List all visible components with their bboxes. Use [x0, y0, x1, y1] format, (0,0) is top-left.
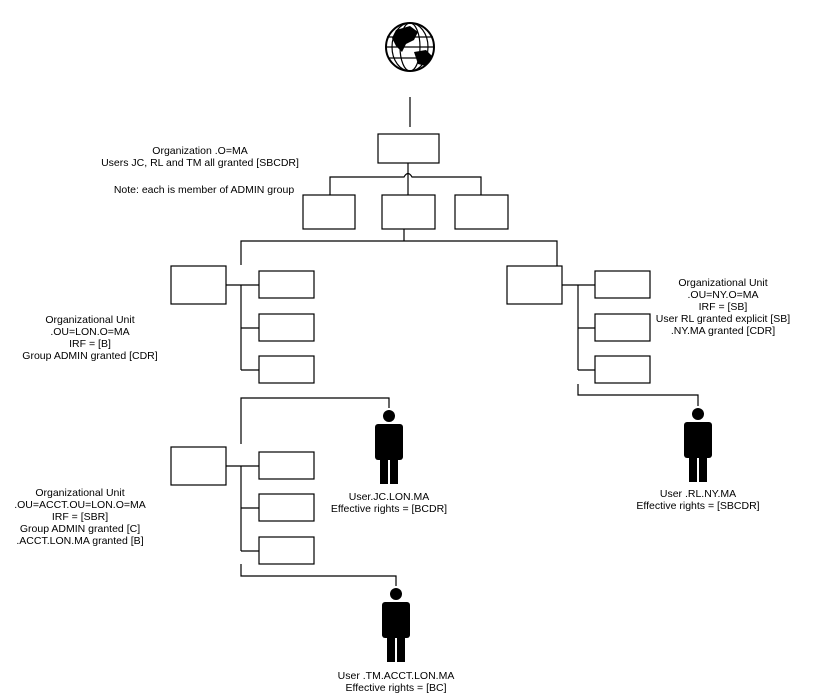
- user-jc-icon[interactable]: [375, 410, 403, 484]
- org-note: Note: each is member of ADMIN group: [113, 184, 295, 196]
- user-rl-name: User .RL.NY.MA: [659, 488, 737, 500]
- ou-ny-child-1[interactable]: [594, 270, 651, 299]
- ou-lon-box[interactable]: [170, 265, 227, 305]
- label-line: Organizational Unit: [678, 277, 768, 289]
- ou-ny-child-3[interactable]: [594, 355, 651, 384]
- connector: [329, 172, 482, 195]
- globe-icon: [385, 22, 435, 72]
- org-ma-box[interactable]: [377, 133, 440, 164]
- user-jc-label: User.JC.LON.MA Effective rights = [BCDR]: [319, 491, 459, 515]
- org-child-box-1[interactable]: [302, 194, 356, 230]
- ou-ny-child-2[interactable]: [594, 313, 651, 342]
- user-tm-icon[interactable]: [382, 588, 410, 662]
- label-line: Organizational Unit: [45, 314, 135, 326]
- org-title: Organization .O=MA: [152, 145, 248, 157]
- ou-lon-label: Organizational Unit .OU=LON.O=MA IRF = […: [20, 314, 160, 362]
- user-tm-rights: Effective rights = [BC]: [345, 682, 447, 694]
- label-line: Group ADMIN granted [C]: [19, 523, 141, 535]
- label-line: Organizational Unit: [35, 487, 125, 499]
- label-line: .NY.MA granted [CDR]: [670, 325, 776, 337]
- ou-acct-child-3[interactable]: [258, 536, 315, 565]
- ou-lon-child-3[interactable]: [258, 355, 315, 384]
- user-tm-label: User .TM.ACCT.LON.MA Effective rights = …: [316, 670, 476, 694]
- label-line: IRF = [SB]: [698, 301, 748, 313]
- user-rl-icon[interactable]: [684, 408, 712, 482]
- org-label: Organization .O=MA Users JC, RL and TM a…: [100, 145, 300, 169]
- label-line: Group ADMIN granted [CDR]: [22, 350, 158, 362]
- connector: [240, 240, 558, 266]
- user-jc-name: User.JC.LON.MA: [348, 491, 430, 503]
- ou-lon-child-2[interactable]: [258, 313, 315, 342]
- label-line: .OU=LON.O=MA: [50, 326, 130, 338]
- user-jc-rights: Effective rights = [BCDR]: [330, 503, 448, 515]
- org-child-box-3[interactable]: [454, 194, 509, 230]
- ou-ny-label: Organizational Unit .OU=NY.O=MA IRF = [S…: [648, 277, 798, 337]
- user-rl-rights: Effective rights = [SBCDR]: [636, 500, 760, 512]
- label-line: IRF = [SBR]: [51, 511, 109, 523]
- label-line: .ACCT.LON.MA granted [B]: [16, 535, 144, 547]
- label-line: User RL granted explicit [SB]: [655, 313, 791, 325]
- label-line: .OU=ACCT.OU=LON.O=MA: [14, 499, 146, 511]
- ou-ny-box[interactable]: [506, 265, 563, 305]
- ou-acct-box[interactable]: [170, 446, 227, 486]
- ou-acct-label: Organizational Unit .OU=ACCT.OU=LON.O=MA…: [5, 487, 155, 547]
- org-grant: Users JC, RL and TM all granted [SBCDR]: [101, 157, 299, 169]
- ou-lon-child-1[interactable]: [258, 270, 315, 299]
- label-line: .OU=NY.O=MA: [687, 289, 759, 301]
- ou-acct-child-1[interactable]: [258, 451, 315, 480]
- label-line: IRF = [B]: [69, 338, 111, 350]
- ou-acct-child-2[interactable]: [258, 493, 315, 522]
- user-tm-name: User .TM.ACCT.LON.MA: [337, 670, 455, 682]
- user-rl-label: User .RL.NY.MA Effective rights = [SBCDR…: [628, 488, 768, 512]
- org-child-box-2[interactable]: [381, 194, 436, 230]
